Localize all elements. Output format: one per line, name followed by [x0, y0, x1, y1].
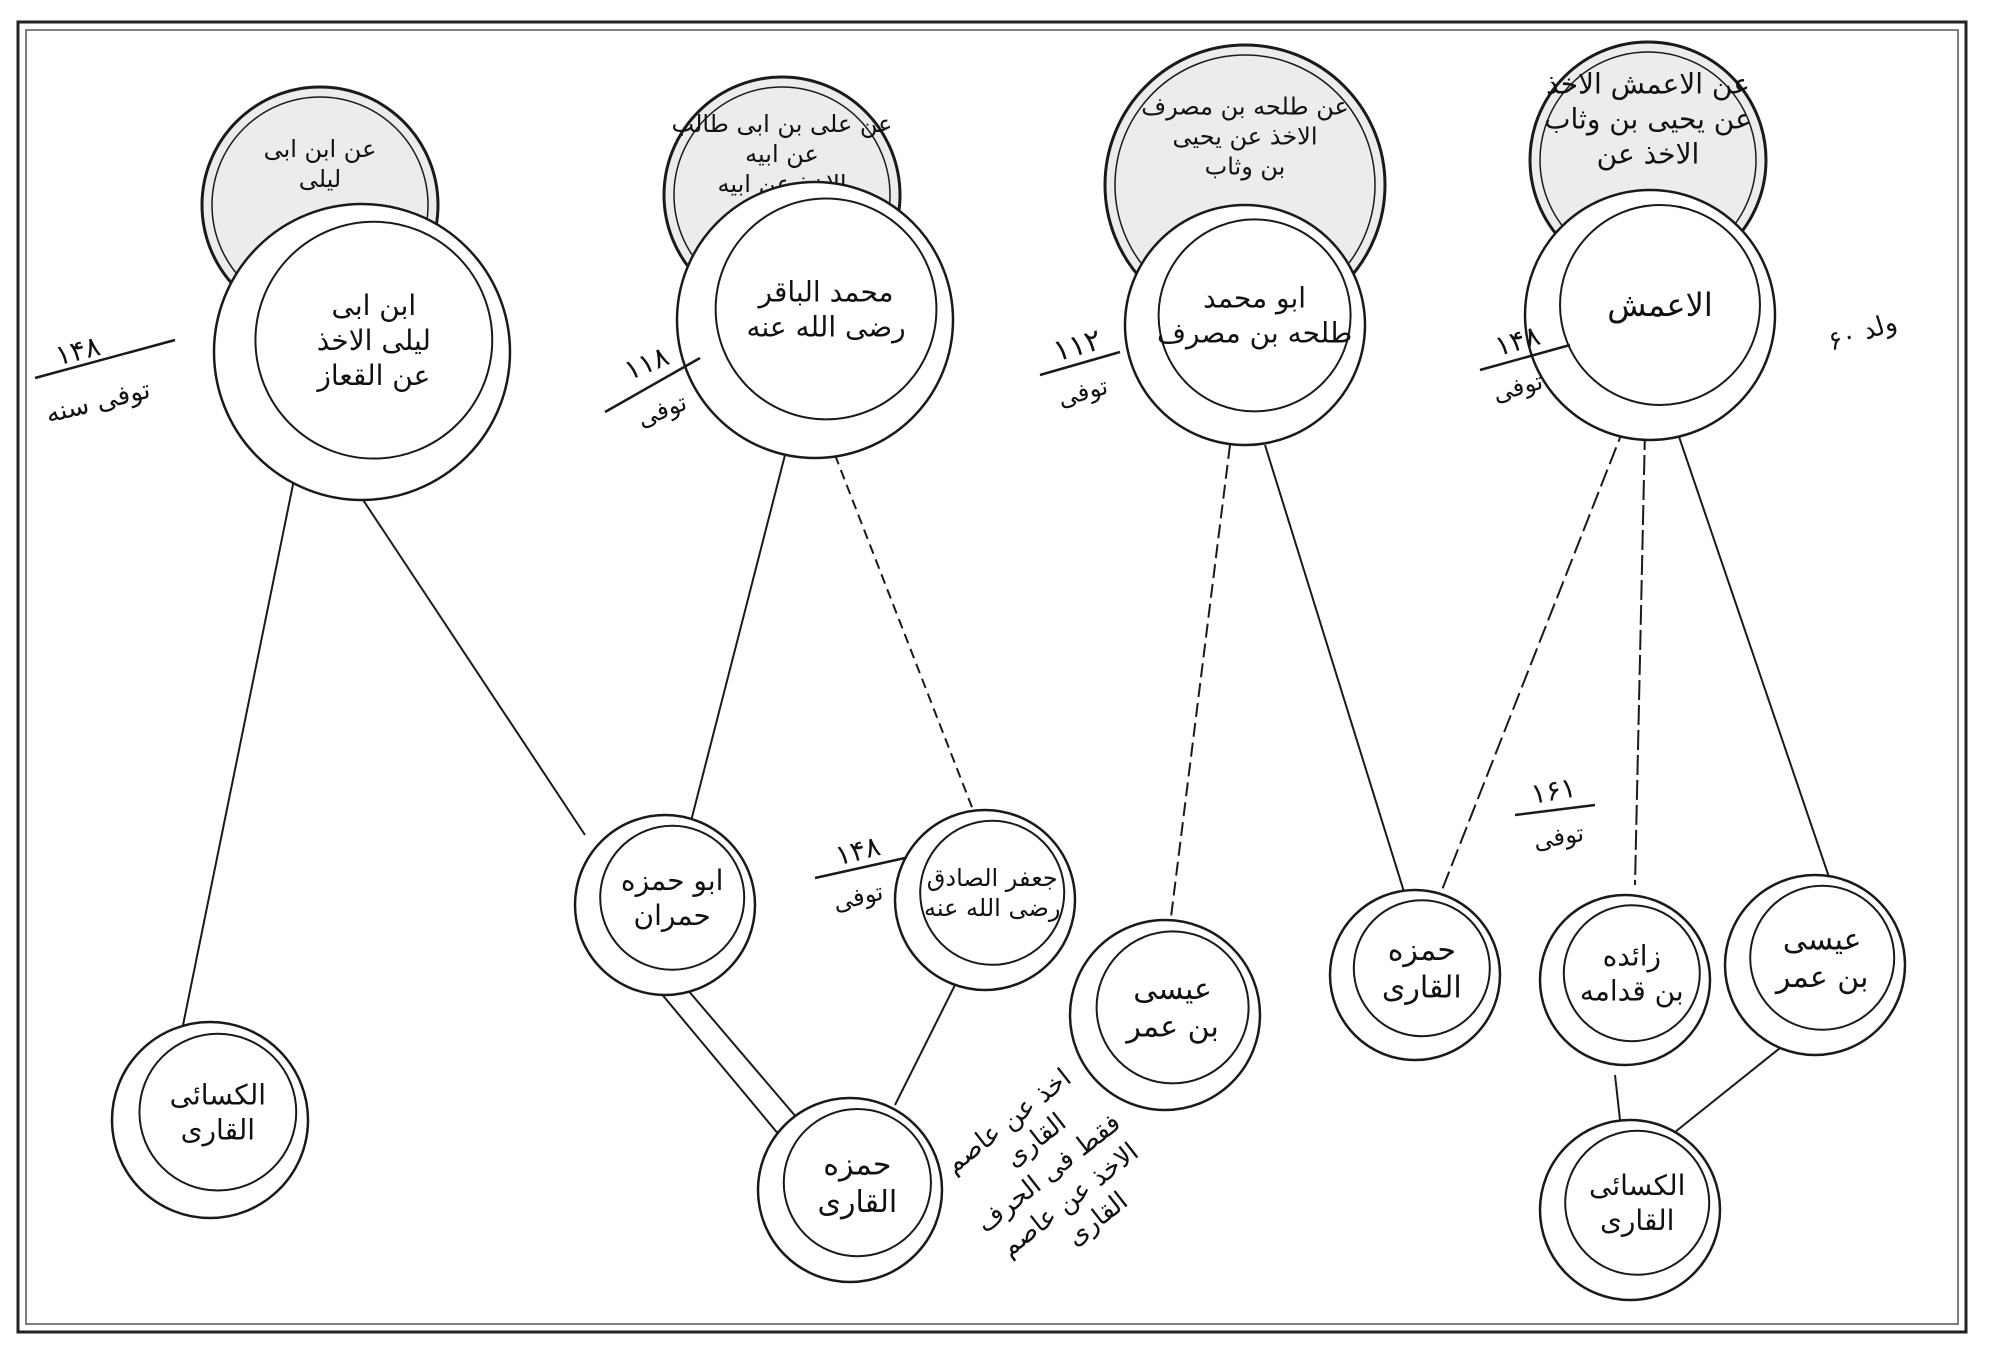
note-left-top: ۱۴۸ توفی سنه: [34, 329, 176, 430]
node-inner-circle: [599, 824, 746, 971]
node-text-line-1: عیسی: [1133, 972, 1212, 1007]
node-inner-circle: [1559, 204, 1761, 406]
node-text-line-1: عیسی: [1783, 923, 1862, 958]
note-jafar-text: توفی: [830, 878, 886, 917]
node-text-line-1: حمزه: [1388, 933, 1456, 968]
node-inner-circle: [782, 1108, 932, 1258]
node-text-line-1: زائده: [1603, 940, 1661, 973]
note-zaida: ۱۶۱ توفی: [1514, 770, 1596, 855]
node-inner-circle: [254, 220, 494, 460]
note-zaida-value: ۱۶۱: [1528, 770, 1578, 810]
edge-talha-isa: [1169, 444, 1231, 926]
ring-text-line-1: عن الاعمش الاخذ: [1546, 68, 1750, 101]
ring-text-line-2: الاخذ عن یحیی: [1172, 122, 1317, 150]
node-text-line-2: القاری: [1382, 970, 1462, 1005]
edge-baqir-humran: [689, 454, 786, 826]
node-text-line-1: الاعمش: [1607, 286, 1713, 324]
note-jafar: ۱۴۸ توفی: [814, 829, 906, 917]
node-text-line-2: بن عمر: [1774, 960, 1869, 995]
note-abu-muhammad: ۱۱۲ توفی: [1039, 322, 1121, 413]
edge-humran-hamza-a: [649, 979, 801, 1161]
ring-text-line-2: عن یحیی بن وثاب: [1544, 103, 1752, 136]
node-text-line-1: محمد الباقر: [757, 275, 894, 308]
note-abu-muhammad-value: ۱۱۲: [1049, 322, 1105, 369]
node-inner-circle: [1749, 884, 1896, 1031]
node-text-line-1: ابو حمزه: [621, 864, 724, 897]
node-text-line-3: عن القعاز: [315, 359, 430, 392]
edge-zaida-kisai: [1614, 1074, 1621, 1121]
edge-layla-hamza: [329, 449, 586, 836]
ring-text-line-3: بن وثاب: [1205, 152, 1286, 180]
node-inner-circle: [1095, 930, 1250, 1085]
node-text-line-1: الکسائی: [170, 1078, 266, 1111]
note-wulida-text: ولد ۶۰: [1824, 307, 1900, 357]
node-text-line-1: ابو محمد: [1203, 282, 1306, 315]
node-inner-circle: [1562, 904, 1701, 1043]
ring-text-line-1: عن ابن ابی: [264, 135, 377, 163]
node-text-line-2: رضی الله عنه: [746, 310, 905, 343]
connector-lines: [179, 424, 1831, 1161]
edge-baqir-jafar: [834, 454, 976, 816]
ring-text-line-1: عن علی بن ابی طالب: [672, 110, 893, 138]
node-text-line-2: القاری: [181, 1113, 255, 1146]
node-inner-circle: [714, 197, 938, 421]
note-left-top-text: توفی سنه: [43, 375, 154, 430]
edge-amash-isa: [1674, 424, 1831, 881]
edge-jafar-hamza: [894, 974, 961, 1106]
node-text-line-1: الکسائی: [1589, 1169, 1685, 1202]
node-inner-circle: [138, 1032, 298, 1192]
node-text-line-2: حمران: [634, 899, 711, 932]
note-baqir-value: ۱۱۸: [619, 339, 673, 387]
ring-text-line-3: الاخذ عن: [1597, 138, 1700, 171]
note-zaida-text: توفی: [1531, 819, 1586, 855]
edge-layla-kisai: [179, 449, 301, 1041]
node-inner-circle: [1564, 1129, 1711, 1276]
edge-isa-kisai: [1664, 1039, 1791, 1141]
node-inner-circle: [1157, 218, 1352, 413]
node-text-line-2: رضی الله عنه: [924, 894, 1060, 922]
node-text-line-1: جعفر الصادق: [927, 864, 1058, 892]
page-frame: [16, 20, 1968, 1334]
node-text-line-2: بن عمر: [1124, 1010, 1219, 1045]
node-text-line-2: طلحه بن مصرف: [1157, 317, 1352, 350]
note-wulida: ولد ۶۰: [1824, 307, 1900, 357]
ring-text-line-2: عن ابیه: [745, 140, 819, 168]
node-text-line-1: ابن ابی: [331, 289, 416, 322]
edge-amash-zaida: [1634, 429, 1646, 886]
edge-talha-hamza: [1264, 444, 1406, 896]
ring-text-line-2: لیلی: [299, 165, 342, 193]
node-text-line-1: حمزه: [823, 1147, 891, 1182]
edge-amash-hamza: [1439, 424, 1626, 896]
node-text-line-2: القاری: [1600, 1204, 1674, 1237]
node-text-line-2: القاری: [817, 1185, 897, 1220]
node-text-line-2: لیلی الاخذ: [317, 324, 431, 357]
note-abu-muhammad-text: توفی: [1055, 372, 1111, 413]
node-inner-circle: [1352, 899, 1491, 1038]
node-inner-circle: [919, 819, 1066, 966]
note-jafar-value: ۱۴۸: [832, 829, 884, 872]
ring-text-line-1: عن طلحه بن مصرف: [1141, 92, 1349, 120]
note-amash-text: توفی: [1490, 367, 1546, 408]
note-baqir-text: توفی: [633, 388, 690, 433]
node-text-line-2: بن قدامه: [1580, 975, 1684, 1008]
